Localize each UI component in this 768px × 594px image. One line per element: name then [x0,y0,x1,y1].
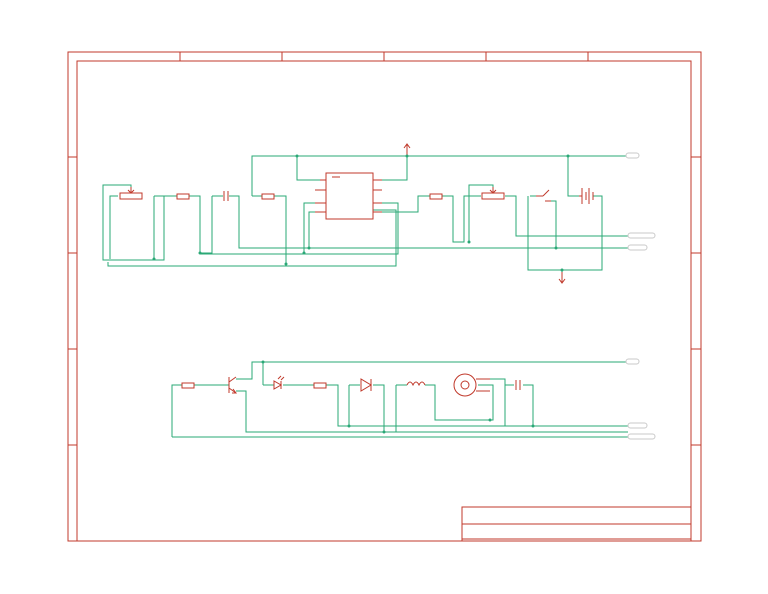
transistor-icon [228,376,237,394]
diode-icon [360,378,372,392]
ground-arrow-icon [558,272,566,284]
net-port-icon [627,232,656,239]
inductor-icon [406,381,426,387]
net-port-icon [627,244,648,251]
led-icon [273,375,285,390]
battery-icon [579,188,594,204]
zone-ticks-left [68,156,77,446]
switch-icon [536,189,551,202]
resistor-icon [313,382,327,389]
power-arrow-icon [403,143,411,156]
zone-ticks-right [691,156,701,446]
lower-circuit-wires [171,361,628,438]
ic-chip-icon [315,172,382,220]
lower-circuit-junctions [261,360,535,434]
motor-icon [453,373,490,397]
upper-circuit-wires [102,155,628,278]
zone-ticks-top [179,52,589,61]
resistor-icon [181,382,195,389]
title-block [461,506,692,542]
net-port-icon [625,358,640,365]
lower-circuit-ports [625,358,656,440]
upper-circuit-junctions [152,154,570,272]
potentiometer-icon [481,187,505,200]
lower-circuit-symbols [181,373,521,397]
upper-circuit-symbols [119,143,594,284]
capacitor-icon [223,191,229,201]
potentiometer-icon [119,187,143,200]
upper-circuit-ports [625,152,656,251]
drawing-frame [67,51,702,542]
outer-border [67,51,702,542]
resistor-icon [176,193,190,200]
resistor-icon [261,193,275,200]
capacitor-icon [515,380,521,390]
net-port-icon [625,152,640,159]
resistor-icon [429,193,443,200]
inner-border [76,60,692,542]
net-port-icon [627,422,648,429]
net-port-icon [627,433,656,440]
